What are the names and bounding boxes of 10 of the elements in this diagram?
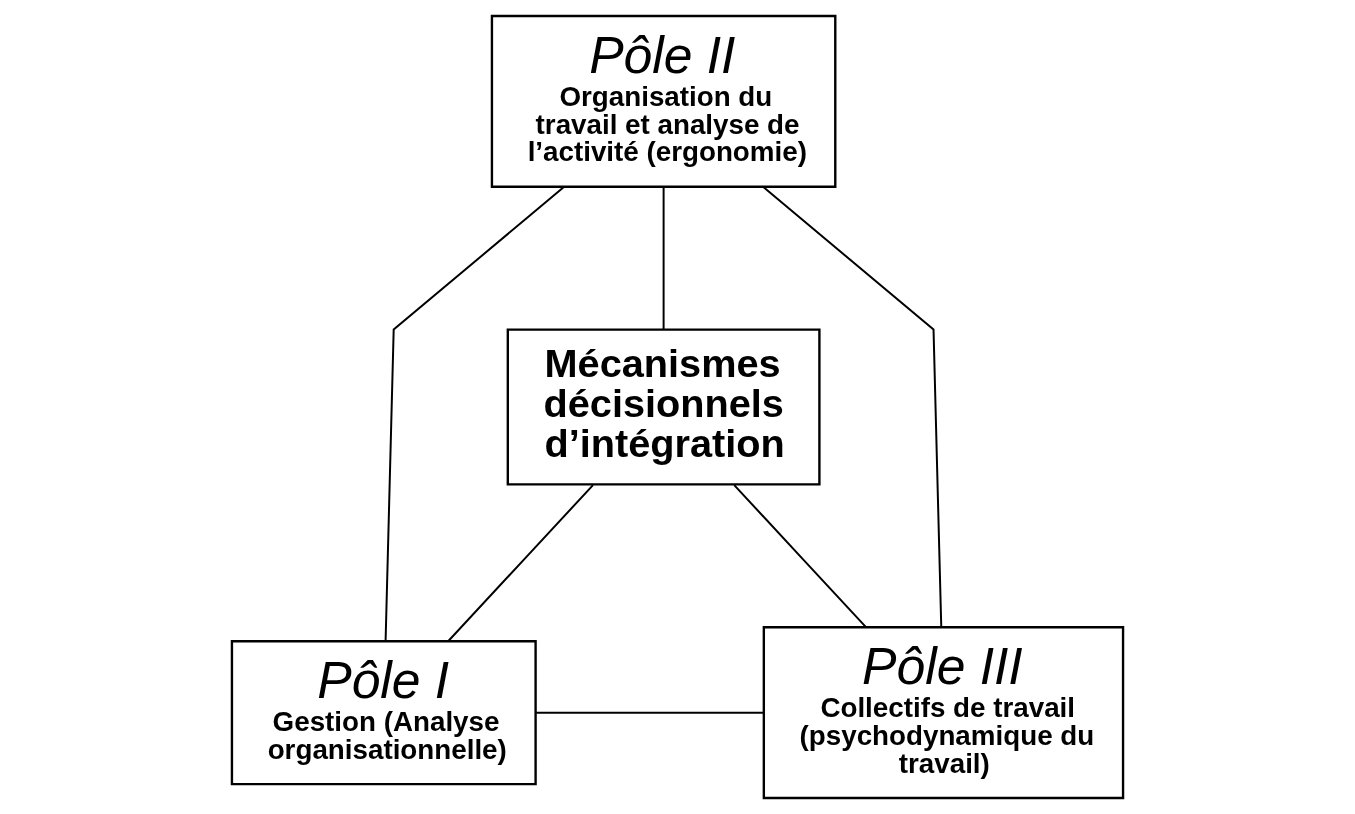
connector (662, 186, 665, 331)
connector (535, 711, 765, 714)
node-box: Pôle III Collectifs de travail (psychodynamique du travail) (762, 626, 1125, 800)
node-box: Mécanismes décisionnels d’intégration (506, 328, 821, 486)
connector (733, 484, 867, 629)
connector (447, 484, 594, 642)
connector (384, 185, 565, 642)
connector (762, 185, 943, 628)
node-box: Pôle I Gestion (Analyse organisationnelle) (230, 640, 537, 786)
node-box: Pôle II Organisation du travail et analyse de l’activité (ergonomie) (490, 14, 837, 188)
